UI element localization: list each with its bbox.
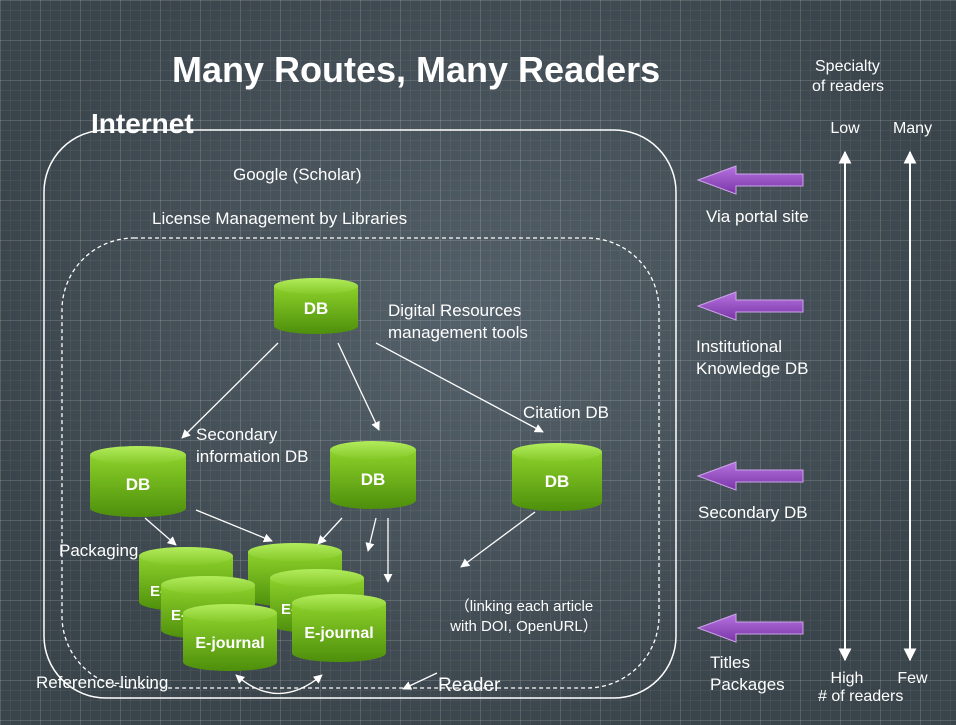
ejournal-stack: E- E- E- E-journal (139, 543, 386, 671)
ejournal-front-left: E-journal (183, 604, 277, 671)
secondary-info-line1: Secondary (196, 425, 278, 444)
reference-linking-label: Reference-linking (36, 673, 169, 692)
arrow-top-to-citation (375, 342, 544, 433)
specialty-high-label: High (830, 670, 864, 687)
digital-resources-line1: Digital Resources (388, 301, 522, 320)
db-cylinder-secondary: DB (90, 446, 186, 517)
route-titles-line2: Packages (710, 675, 785, 694)
google-scholar-label: Google (Scholar) (233, 165, 362, 184)
linking-note-line1: （linking each article (454, 598, 594, 615)
license-management-label: License Management by Libraries (152, 209, 408, 228)
arrow-packaging-1 (144, 517, 177, 546)
slide-title: Many Routes, Many Readers (172, 49, 661, 90)
route-arrows (696, 165, 804, 643)
packaging-label: Packaging (59, 541, 139, 560)
arrow-top-to-middle (337, 342, 380, 431)
specialty-low-label: Low (830, 120, 860, 137)
route-arrow-titles (696, 613, 804, 643)
readers-many-label: Many (892, 120, 933, 137)
db-label-secondary: DB (126, 475, 151, 494)
route-portal-label: Via portal site (706, 207, 809, 226)
route-institutional-line1: Institutional (696, 337, 782, 356)
db-label-citation: DB (545, 472, 570, 491)
ejournal-fragment-2: E- (171, 607, 186, 624)
route-secondary-label: Secondary DB (698, 503, 808, 522)
arrow-middle-1 (317, 517, 343, 545)
db-cylinder-middle: DB (330, 441, 416, 509)
arrow-citation-to-journals (460, 511, 536, 568)
reader-label: Reader (438, 675, 501, 696)
ejournal-front-right: E-journal (292, 594, 386, 662)
arrow-reader (402, 672, 438, 690)
db-label-middle: DB (361, 470, 386, 489)
arrow-top-to-secondary (181, 342, 279, 439)
db-cylinder-citation: DB (512, 443, 602, 511)
specialty-heading-line2: of readers (812, 78, 885, 95)
readers-few-label: Few (897, 670, 928, 687)
route-institutional-line2: Knowledge DB (696, 359, 809, 378)
ejournal-label-right: E-journal (304, 625, 373, 642)
arrow-reference-linking (235, 674, 323, 694)
arrow-packaging-2 (195, 509, 273, 543)
internet-label: Internet (91, 108, 194, 139)
route-arrow-secondary (696, 461, 804, 491)
connector-arrows (144, 342, 544, 694)
linking-note-line2: with DOI, OpenURL） (450, 618, 598, 635)
db-label-top: DB (304, 299, 329, 318)
specialty-heading-line1: Specialty (815, 58, 880, 75)
library-license-boundary (61, 237, 660, 689)
secondary-info-line2: information DB (196, 447, 309, 466)
internet-boundary (43, 129, 677, 699)
route-arrow-institutional (696, 291, 804, 321)
db-cylinder-top: DB (274, 278, 358, 334)
arrow-middle-2 (365, 517, 377, 552)
digital-resources-line2: management tools (388, 323, 528, 342)
citation-db-label: Citation DB (523, 403, 609, 422)
route-titles-line1: Titles (710, 653, 750, 672)
readers-heading: # of readers (818, 688, 904, 705)
route-arrow-portal (696, 165, 804, 195)
ejournal-label-left: E-journal (195, 635, 264, 652)
